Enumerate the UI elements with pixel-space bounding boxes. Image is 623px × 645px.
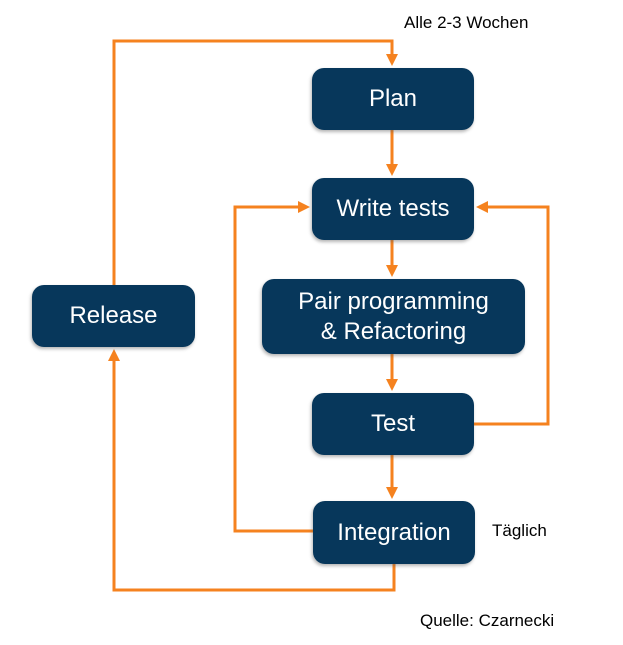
cycle-duration-note: Alle 2-3 Wochen	[404, 13, 529, 32]
daily-note: Täglich	[492, 521, 547, 540]
node-integration: Integration	[313, 501, 475, 564]
node-test: Test	[312, 393, 474, 455]
node-pair-programming-refactoring: Pair programming & Refactoring	[262, 279, 525, 354]
node-plan: Plan	[312, 68, 474, 130]
source-credit: Quelle: Czarnecki	[420, 611, 555, 630]
node-write-tests: Write tests	[312, 178, 474, 240]
node-release: Release	[32, 285, 195, 347]
arrow-integration-to-write-tests	[233, 201, 313, 533]
